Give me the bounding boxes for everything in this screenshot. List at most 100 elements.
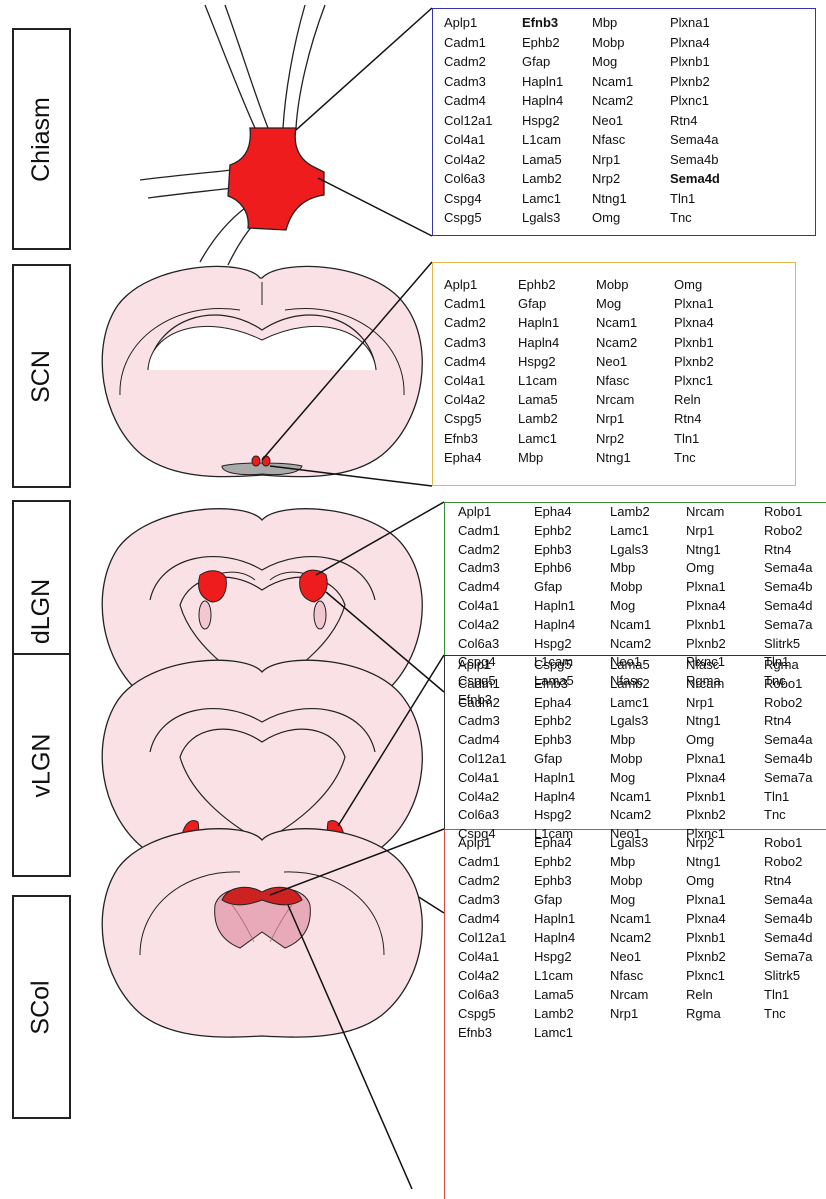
label-scn-text: SCN: [27, 350, 56, 403]
gene-label: Plxna1: [686, 578, 764, 597]
gene-label: Ncam1: [610, 616, 686, 635]
gene-label: Rtn4: [764, 872, 826, 891]
gene-label: Lamc1: [610, 522, 686, 541]
gene-label: Plxna4: [686, 910, 764, 929]
gene-label: Sema4d: [670, 170, 750, 190]
gene-label: Rgma: [764, 656, 826, 675]
gene-label: Mobp: [610, 578, 686, 597]
gene-label: Hapln4: [534, 616, 610, 635]
gene-label: Mobp: [610, 750, 686, 769]
gene-label: Ntng1: [686, 712, 764, 731]
gene-label: Hapln1: [518, 314, 596, 333]
gene-list-chiasm: Aplp1Cadm1Cadm2Cadm3Cadm4Col12a1Col4a1Co…: [444, 14, 750, 229]
gene-label: Plxnb1: [686, 788, 764, 807]
gene-label: Cadm2: [444, 314, 518, 333]
label-vlgn: vLGN: [12, 653, 71, 877]
gene-label: Sema4d: [764, 597, 826, 616]
gene-label: Ncam2: [610, 635, 686, 654]
gene-label: Cadm3: [444, 334, 518, 353]
gene-label: Ntng1: [596, 449, 674, 468]
gene-label: Nrp1: [596, 410, 674, 429]
gene-label: Sema7a: [764, 769, 826, 788]
gene-label: Cadm3: [458, 891, 534, 910]
gene-label: Ntng1: [686, 541, 764, 560]
gene-label: Plxna1: [674, 295, 754, 314]
gene-label: Plxna1: [686, 891, 764, 910]
gene-label: Omg: [674, 276, 754, 295]
gene-label: Tln1: [674, 430, 754, 449]
gene-label: Omg: [592, 209, 670, 229]
gene-label: Neo1: [592, 112, 670, 132]
gene-label: Cadm2: [458, 872, 534, 891]
gene-label: Plxna4: [686, 597, 764, 616]
gene-label: Ephb3: [534, 541, 610, 560]
gene-label: Slitrk5: [764, 967, 826, 986]
gene-label: Gfap: [534, 578, 610, 597]
gene-label: Cadm4: [458, 731, 534, 750]
gene-label: Lgals3: [610, 834, 686, 853]
gene-label: Plxnb1: [674, 334, 754, 353]
gene-label: Plxnb2: [686, 635, 764, 654]
label-dlgn-text: dLGN: [27, 578, 56, 643]
gene-label: Robo2: [764, 853, 826, 872]
gene-label: Mbp: [610, 853, 686, 872]
gene-label: Cspg5: [458, 1005, 534, 1024]
gene-label: Epha4: [444, 449, 518, 468]
label-chiasm: Chiasm: [12, 28, 71, 250]
gene-label: Nfasc: [592, 131, 670, 151]
gene-label: Ephb2: [522, 34, 592, 54]
gene-label: Ephb6: [534, 559, 610, 578]
gene-label: Ncam2: [596, 334, 674, 353]
gene-label: Gfap: [518, 295, 596, 314]
gene-label: Omg: [686, 872, 764, 891]
optic-chiasm-drawing: [140, 5, 432, 265]
gene-label: Tln1: [670, 190, 750, 210]
gene-label: Col4a1: [444, 372, 518, 391]
gene-label: Sema4b: [764, 910, 826, 929]
gene-label: Nrp1: [686, 522, 764, 541]
gene-label: Sema4b: [670, 151, 750, 171]
gene-label: Sema4a: [670, 131, 750, 151]
gene-label: Aplp1: [458, 503, 534, 522]
gene-label: Cadm1: [444, 34, 522, 54]
gene-label: Nrcam: [686, 675, 764, 694]
gene-label: Nrp2: [592, 170, 670, 190]
gene-label: Plxna1: [686, 750, 764, 769]
gene-label: Gfap: [522, 53, 592, 73]
gene-label: Hspg2: [518, 353, 596, 372]
gene-label: Gfap: [534, 750, 610, 769]
gene-label: Sema4d: [764, 929, 826, 948]
gene-label: Hspg2: [522, 112, 592, 132]
gene-label: Cspg5: [444, 410, 518, 429]
gene-label: Sema7a: [764, 616, 826, 635]
gene-label: Hapln4: [522, 92, 592, 112]
gene-label: Nfasc: [610, 967, 686, 986]
gene-label: Mobp: [596, 276, 674, 295]
gene-label: Cadm2: [458, 694, 534, 713]
gene-list-vlgn: Aplp1Cadm1Cadm2Cadm3Cadm4Col12a1Col4a1Co…: [458, 656, 826, 844]
gene-label: Hapln1: [522, 73, 592, 93]
gene-label: Cadm3: [458, 712, 534, 731]
gene-label: Col6a3: [458, 635, 534, 654]
gene-label: Col12a1: [444, 112, 522, 132]
gene-label: Col4a1: [444, 131, 522, 151]
label-scn: SCN: [12, 264, 71, 488]
gene-label: Col4a2: [458, 616, 534, 635]
gene-label: Col4a2: [458, 967, 534, 986]
gene-label: Reln: [674, 391, 754, 410]
gene-label: Tln1: [764, 986, 826, 1005]
scn-region-left: [252, 456, 260, 466]
gene-label: Plxnb1: [670, 53, 750, 73]
chiasm-region: [228, 128, 324, 230]
gene-label: Cadm1: [444, 295, 518, 314]
gene-label: Lgals3: [522, 209, 592, 229]
gene-label: Col4a1: [458, 597, 534, 616]
label-vlgn-text: vLGN: [27, 733, 56, 797]
gene-label: Plxnb2: [670, 73, 750, 93]
gene-label: Nrp1: [686, 694, 764, 713]
gene-label: Col4a1: [458, 948, 534, 967]
gene-label: Hspg2: [534, 635, 610, 654]
gene-label: Tnc: [764, 1005, 826, 1024]
gene-label: Cadm3: [458, 559, 534, 578]
gene-label: Plxnc1: [674, 372, 754, 391]
